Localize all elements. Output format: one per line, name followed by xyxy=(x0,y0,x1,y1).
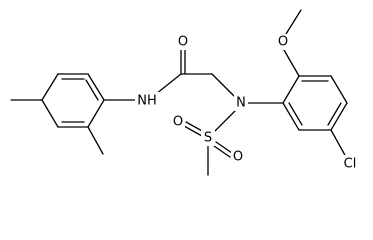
atom-cl-label: Cl xyxy=(344,157,357,172)
atom-o-sulfonyl-right: O xyxy=(231,149,245,165)
atom-o-methoxy-label: O xyxy=(278,35,288,50)
atom-o-carbonyl-label: O xyxy=(178,35,188,50)
atom-nh: NH xyxy=(135,92,159,109)
s-o-left-bond-b xyxy=(183,125,203,137)
atom-n-label: N xyxy=(236,96,246,111)
atom-nh-label: NH xyxy=(137,94,157,109)
atom-cl: Cl xyxy=(340,155,360,172)
atom-o-sulfonyl-left-label: O xyxy=(173,115,183,130)
atom-o-sulfonyl-left: O xyxy=(171,114,185,130)
aryl-cl-bond xyxy=(330,129,347,158)
ch2-n-bond xyxy=(211,73,235,97)
o-methyl-bond xyxy=(285,9,302,35)
aryl-o-methoxy-bond xyxy=(283,49,300,77)
atom-o-sulfonyl-right-label: O xyxy=(233,150,243,165)
chloromethoxyphenyl-ring xyxy=(282,75,348,131)
ortho-methyl-bond xyxy=(87,126,104,155)
dimethylphenyl-ring xyxy=(41,73,105,128)
molecule-structure: O NH N S O O O Cl xyxy=(10,9,360,176)
s-o-right-bond-b xyxy=(213,145,231,158)
atom-s: S xyxy=(201,130,215,146)
atom-o-carbonyl: O xyxy=(176,34,190,50)
atom-n-sulfonamide: N xyxy=(234,95,248,111)
atom-s-label: S xyxy=(204,131,212,146)
nh-carbonyl-bond xyxy=(155,73,182,95)
atom-o-methoxy: O xyxy=(276,34,290,50)
s-o-right-bond-a xyxy=(215,141,233,154)
n-s-bond xyxy=(213,109,237,133)
